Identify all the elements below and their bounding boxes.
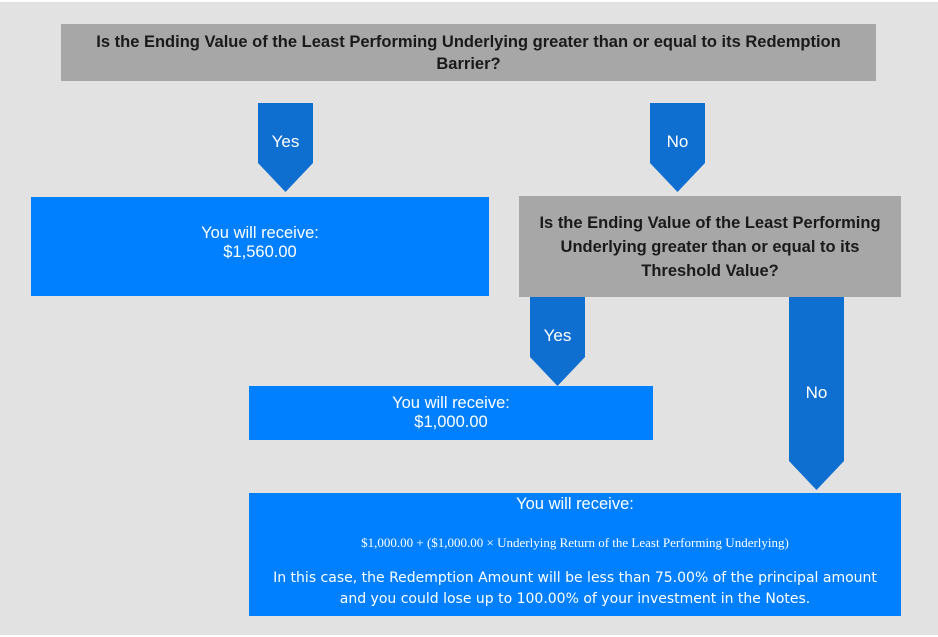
- result-1000: You will receive: $1,000.00: [249, 386, 653, 440]
- result-1560: You will receive: $1,560.00: [31, 197, 489, 296]
- arrow-q2-yes: Yes: [530, 297, 585, 386]
- result-loss-formula: $1,000.00 + ($1,000.00 × Underlying Retu…: [361, 535, 789, 550]
- question-threshold-value-line3: Threshold Value?: [641, 261, 779, 280]
- arrow-q1-no: No: [650, 103, 705, 192]
- arrow-down-icon: [650, 103, 705, 192]
- result-1560-heading: You will receive:: [201, 223, 319, 242]
- question-threshold-value-line1: Is the Ending Value of the Least Perform…: [539, 213, 881, 232]
- arrow-down-icon: [789, 297, 844, 490]
- arrow-q1-yes: Yes: [258, 103, 313, 192]
- result-loss-heading: You will receive:: [516, 495, 634, 513]
- result-1000-amount: $1,000.00: [414, 413, 488, 431]
- arrow-q2-yes-label: Yes: [543, 326, 572, 345]
- bottom-border: [0, 635, 938, 637]
- question-threshold-value: Is the Ending Value of the Least Perform…: [519, 196, 901, 297]
- arrow-down-icon: [530, 297, 585, 386]
- result-1560-amount: $1,560.00: [223, 242, 297, 261]
- question-redemption-barrier-line1: Is the Ending Value of the Least Perform…: [96, 32, 841, 51]
- arrow-q2-no: No: [789, 297, 844, 490]
- result-1000-heading: You will receive:: [392, 394, 510, 412]
- question-redemption-barrier: Is the Ending Value of the Least Perform…: [61, 24, 876, 81]
- top-border: [0, 0, 938, 2]
- result-loss-note-line2: and you could lose up to 100.00% of your…: [339, 591, 811, 607]
- arrow-q1-no-label: No: [666, 132, 689, 151]
- question-threshold-value-line2: Underlying greater than or equal to its: [560, 237, 860, 256]
- result-loss: You will receive: $1,000.00 + ($1,000.00…: [249, 493, 901, 616]
- result-loss-note-line1: In this case, the Redemption Amount will…: [273, 570, 877, 586]
- question-redemption-barrier-line2: Barrier?: [436, 54, 501, 73]
- arrow-down-icon: [258, 103, 313, 192]
- arrow-q2-no-label: No: [805, 383, 828, 402]
- arrow-q1-yes-label: Yes: [271, 132, 300, 151]
